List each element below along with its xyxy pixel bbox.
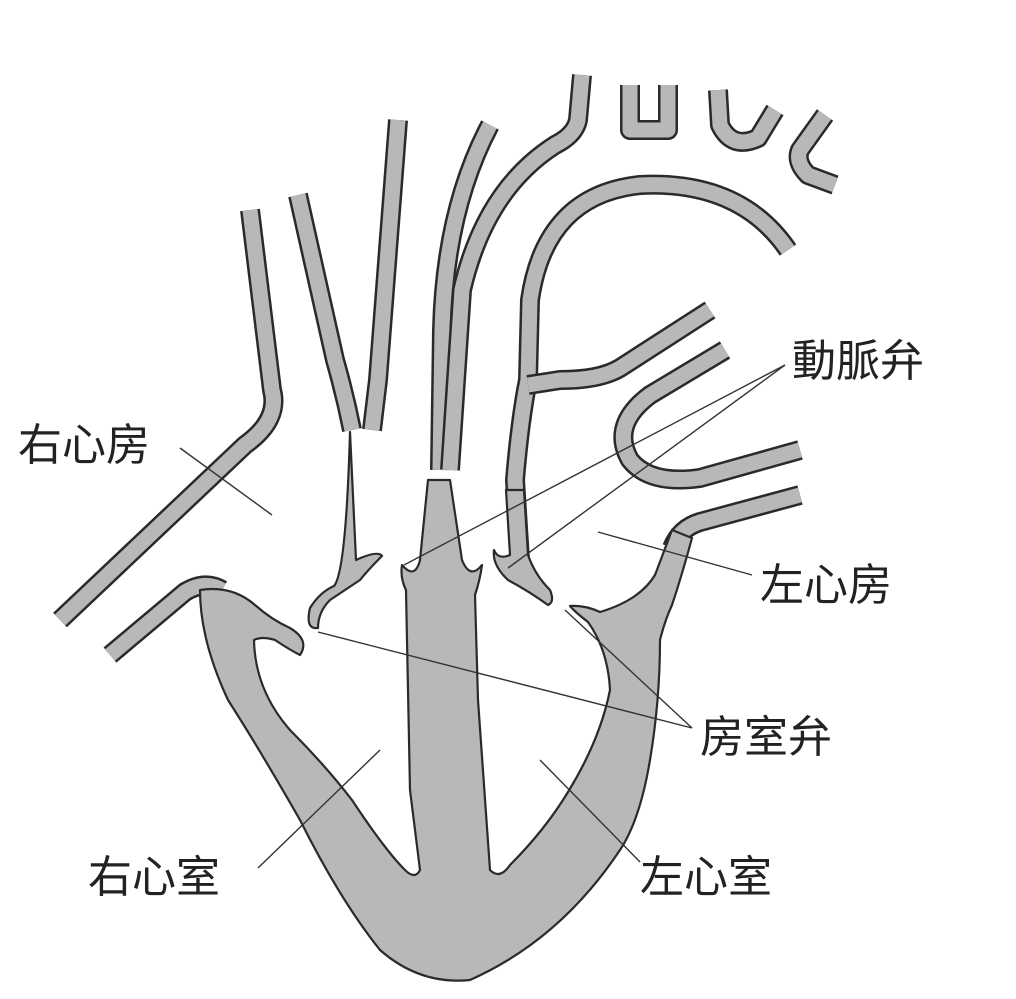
- aortic-arch: [440, 74, 592, 471]
- label-right-atrium: 右心房: [18, 420, 150, 471]
- aortic-valve-leaflet: [492, 488, 554, 607]
- heart-walls: [198, 430, 694, 982]
- label-left-atrium: 左心房: [760, 560, 892, 611]
- pulmonary-vein-loop: [613, 341, 803, 490]
- pulmonary-artery-trunk: [362, 119, 408, 432]
- leader-lines: [179, 364, 786, 869]
- label-arterial-valve: 動脈弁: [792, 336, 924, 387]
- pulmonary-vein-upper: [526, 301, 716, 395]
- label-atrioventricular-valve: 房室弁: [700, 712, 832, 763]
- tricuspid-valve-leaflet: [307, 430, 384, 630]
- leader-right-atrium: [179, 447, 273, 516]
- leader-left-atrium: [597, 531, 753, 576]
- outer-ventricle-wall: [198, 478, 694, 982]
- arch-branches: [620, 85, 839, 195]
- leader-arterial-valve-2: [507, 364, 786, 569]
- leader-right-ventricle: [257, 749, 381, 869]
- superior-vena-cava-right: [288, 192, 362, 432]
- leader-left-ventricle: [539, 759, 641, 863]
- labels: 右心房 動脈弁 左心房 房室弁 右心室 左心室: [18, 336, 924, 903]
- leader-arterial-valve-1: [403, 364, 786, 566]
- aorta-ascending: [430, 120, 499, 471]
- leader-av-valve-1: [317, 631, 693, 729]
- descending-aorta-curve: [505, 174, 797, 561]
- leader-av-valve-2: [564, 609, 693, 729]
- label-left-ventricle: 左心室: [640, 852, 772, 903]
- label-right-ventricle: 右心室: [88, 852, 220, 903]
- superior-vena-cava-left: [53, 208, 284, 628]
